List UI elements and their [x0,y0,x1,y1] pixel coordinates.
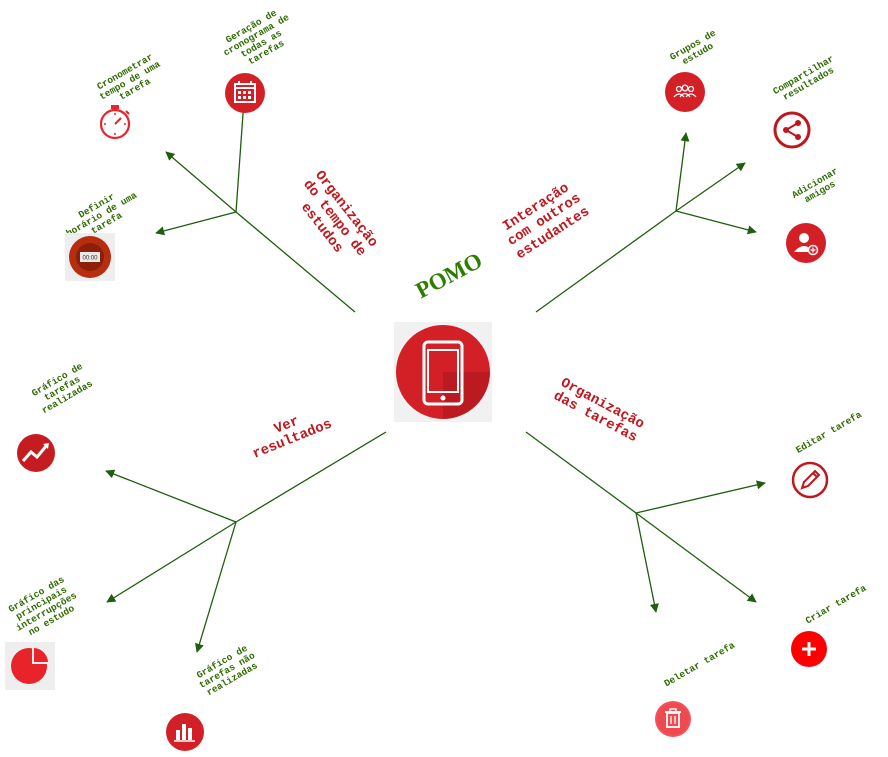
plus-icon [790,630,828,673]
stopwatch-icon [95,102,135,147]
pie-chart-icon [5,642,55,690]
arrow-deletar [635,512,659,613]
arrow-grupos [675,132,690,212]
trash-icon [654,700,692,743]
phone-app-icon [394,322,492,422]
arrow-cronograma [235,99,248,213]
share-icon [772,110,812,155]
arrow-compartilhar [675,162,746,212]
clock-time-text: 00:00 [82,256,98,262]
alarm-clock-icon: 00:00 [65,233,115,281]
arrow-cronometrar [165,151,237,213]
add-friend-icon [785,222,827,269]
bar-chart-icon [165,712,205,757]
branch-line-tempo [235,211,356,313]
arrow-adicionar [675,210,757,235]
arrow-editar [635,480,766,514]
study-group-icon [664,71,706,118]
arrow-definir [155,211,237,236]
calendar-icon [224,72,266,119]
branch-line-resultados [235,431,387,523]
branch-line-tarefas [525,431,637,514]
pencil-icon [790,460,830,505]
arrow-grafico-nao-realizadas [194,521,237,653]
arrow-grafico-realizadas [105,469,237,523]
arrow-criar [635,512,757,603]
trend-chart-icon [16,433,56,478]
branch-line-interacao [535,210,677,313]
arrow-grafico-interrupcoes [106,521,237,603]
